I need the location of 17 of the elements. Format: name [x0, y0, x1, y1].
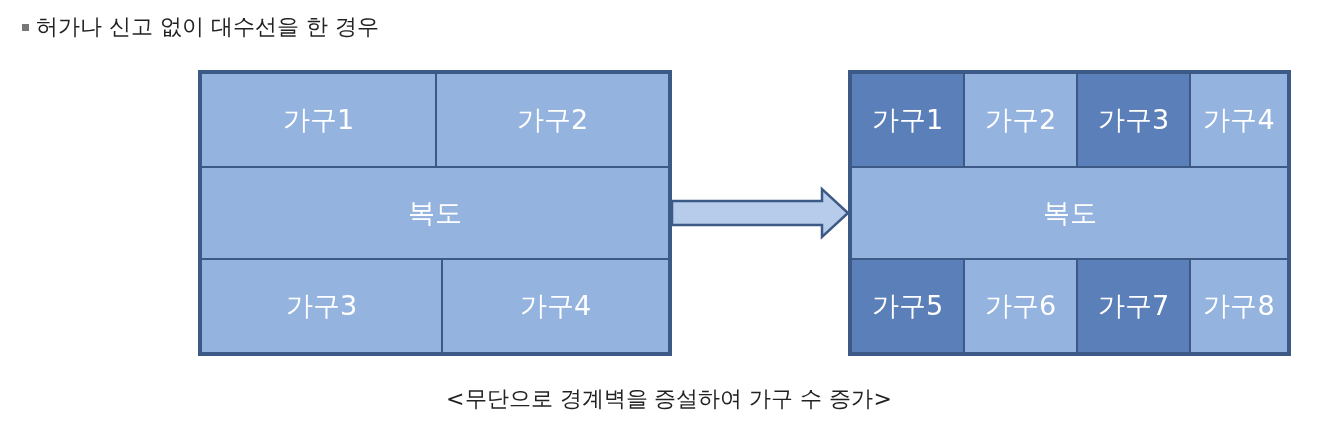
floor-plan — [848, 70, 1291, 356]
room-cell: 가구1 — [200, 72, 437, 168]
room-cell: 가구7 — [1076, 258, 1191, 354]
figure-caption: <무단으로 경계벽을 증설하여 가구 수 증가> — [446, 386, 892, 411]
room-cell: 가구2 — [435, 72, 670, 168]
room-cell: 가구1 — [850, 72, 965, 168]
room-cell: 가구3 — [1076, 72, 1191, 168]
section-heading: 허가나 신고 없이 대수선을 한 경우 — [36, 13, 379, 41]
room-cell: 가구8 — [1189, 258, 1289, 354]
room-cell: 가구3 — [200, 258, 443, 354]
floor-plan — [198, 70, 672, 356]
room-cell: 가구4 — [441, 258, 670, 354]
block-arrow — [670, 186, 850, 240]
room-cell: 복도 — [850, 166, 1289, 260]
room-cell: 가구4 — [1189, 72, 1289, 168]
room-cell: 가구5 — [850, 258, 965, 354]
room-cell: 복도 — [200, 166, 670, 260]
